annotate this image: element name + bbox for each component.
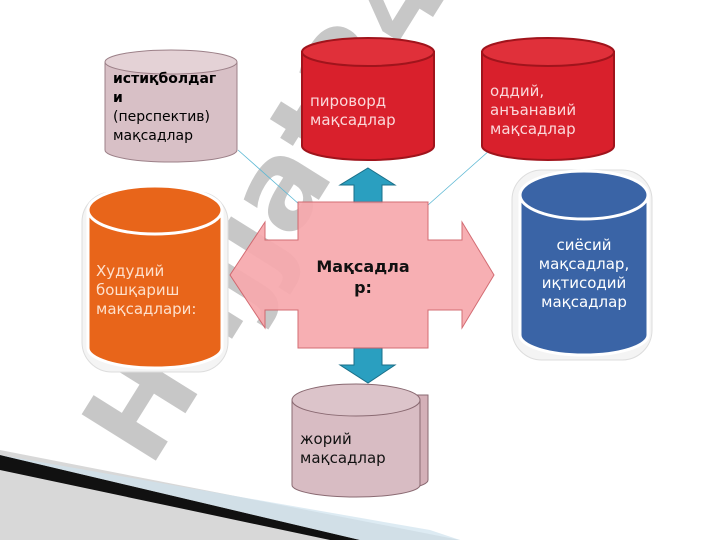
center-cross-shape: [229, 201, 495, 349]
text-line: р:: [354, 278, 372, 297]
cylinder-traditional: [481, 37, 615, 161]
decor-band-blue: [0, 455, 460, 540]
label-traditional: оддий, анъанавий мақсадлар: [490, 82, 576, 139]
arrow-down-icon: [338, 347, 397, 384]
text-line: мақсадлар: [310, 111, 396, 129]
text-line: Худудий: [96, 262, 165, 280]
cylinder-future: [104, 49, 238, 163]
label-regional: Худудий бошқариш мақсадлари:: [96, 262, 196, 319]
label-political: сиёсий мақсадлар, иқтисодий мақсадлар: [520, 236, 648, 312]
text-line: мақсадлар: [490, 120, 576, 138]
center-title: Мақсадла р:: [298, 256, 428, 298]
text-line: истиқболдаг: [113, 71, 217, 87]
text-line: мақсадлари:: [96, 300, 197, 318]
text-line: и: [113, 90, 123, 106]
text-line: Мақсадла: [316, 257, 410, 276]
text-line: бошқариш: [96, 281, 180, 299]
connector-line: [237, 149, 301, 206]
text-line: мақсадлар: [300, 449, 386, 467]
text-line: анъанавий: [490, 101, 577, 119]
text-line: сиёсий: [556, 236, 612, 254]
label-future: истиқболдаг и (перспектив) мақсадлар: [113, 70, 216, 146]
text-line: мақсадлар: [541, 293, 627, 311]
text-line: оддий,: [490, 82, 545, 100]
text-line: пироворд: [310, 92, 387, 110]
connector-line: [427, 149, 491, 206]
cylinder-regional: [81, 184, 229, 373]
text-line: мақсадлар: [113, 128, 193, 144]
text-line: мақсадлар,: [538, 255, 630, 273]
cylinder-current: [291, 383, 429, 498]
cylinder-final: [301, 37, 435, 161]
text-line: иқтисодий: [541, 274, 627, 292]
text-line: жорий: [300, 430, 352, 448]
label-final: пироворд мақсадлар: [310, 92, 396, 130]
text-line: (перспектив): [113, 109, 211, 125]
cylinder-political: [511, 169, 653, 361]
label-current: жорий мақсадлар: [300, 430, 386, 468]
